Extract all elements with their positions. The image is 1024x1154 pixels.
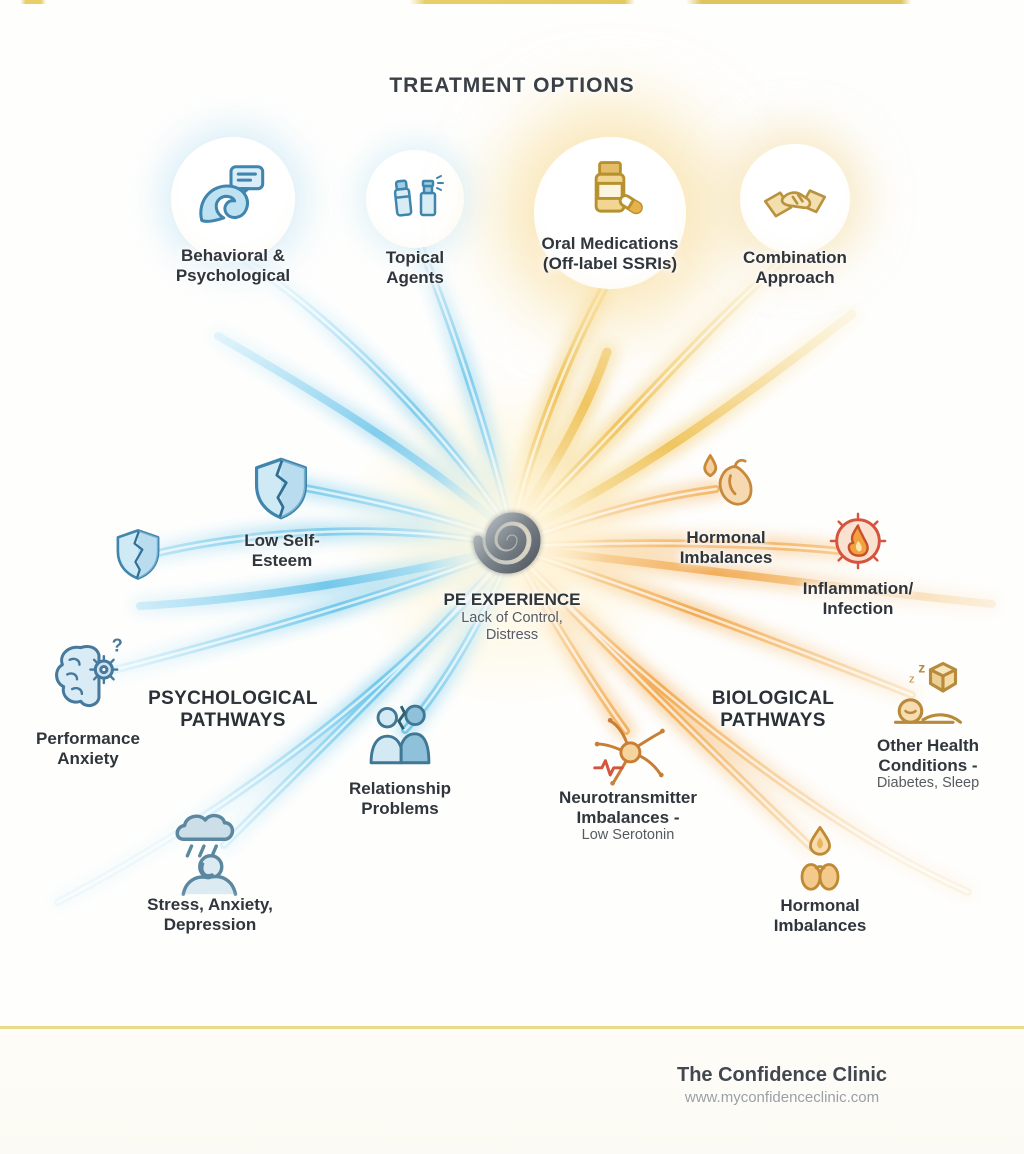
label-low-self-esteem: Low Self- Esteem xyxy=(244,531,320,570)
broken-shield-icon xyxy=(247,452,315,524)
topical-tube-spray-icon xyxy=(383,165,447,229)
sleep-z-glyph: z xyxy=(909,673,915,685)
heading-psychological-pathways: PSYCHOLOGICAL PATHWAYS xyxy=(148,688,318,732)
rain-cloud-person-icon xyxy=(164,809,252,897)
label-relationship-problems: Relationship Problems xyxy=(348,779,452,818)
label-stress-anxiety-depression: Stress, Anxiety, Depression xyxy=(147,895,273,934)
page-title: TREATMENT OPTIONS xyxy=(389,74,635,97)
footer-background xyxy=(0,1029,1024,1154)
brand-url: www.myconfidenceclinic.com xyxy=(684,1089,880,1106)
label-other-health-conditions: Other Health Conditions - Diabetes, Slee… xyxy=(876,736,980,792)
center-node-label: PE EXPERIENCE Lack of Control, Distress xyxy=(443,590,581,643)
neuron-icon xyxy=(590,712,666,788)
label-inflammation-infection: Inflammation/ Infection xyxy=(802,579,914,618)
label-neurotransmitter-imbalances: Neurotransmitter Imbalances - Low Seroto… xyxy=(559,788,697,844)
spiral-vortex-icon xyxy=(472,511,542,575)
treatment-circle-topical xyxy=(366,150,464,248)
treatment-label-behavioral: Behavioral & Psychological xyxy=(175,246,291,285)
brand-name: The Confidence Clinic xyxy=(676,1064,888,1086)
droplet-thyroid-icon xyxy=(784,824,856,896)
pill-bottle-capsule-icon xyxy=(573,151,647,225)
broken-shield-icon xyxy=(110,524,166,584)
handshake-icon xyxy=(761,163,829,231)
sleep-z-glyph: z xyxy=(918,660,925,675)
heading-biological-pathways: BIOLOGICAL PATHWAYS xyxy=(711,688,835,732)
treatment-label-oral: Oral Medications (Off-label SSRIs) xyxy=(541,234,679,273)
sleeping-person-icon: z z xyxy=(888,656,968,736)
treatment-label-combination: Combination Approach xyxy=(743,248,847,287)
flame-circle-icon xyxy=(827,510,889,572)
label-performance-anxiety: Performance Anxiety xyxy=(36,729,140,768)
gland-droplet-icon xyxy=(690,451,762,523)
label-hormonal-imbalances-top: Hormonal Imbalances xyxy=(679,528,773,567)
treatment-label-topical: Topical Agents xyxy=(385,248,445,287)
footer-divider xyxy=(0,1026,1024,1029)
wave-speech-icon xyxy=(192,157,270,235)
label-hormonal-imbalances-bottom: Hormonal Imbalances xyxy=(773,896,867,935)
question-mark-glyph: ? xyxy=(112,634,123,655)
couple-conflict-icon xyxy=(363,698,437,772)
anxious-brain-icon: ? xyxy=(49,633,127,711)
top-accent-line xyxy=(0,0,1024,4)
